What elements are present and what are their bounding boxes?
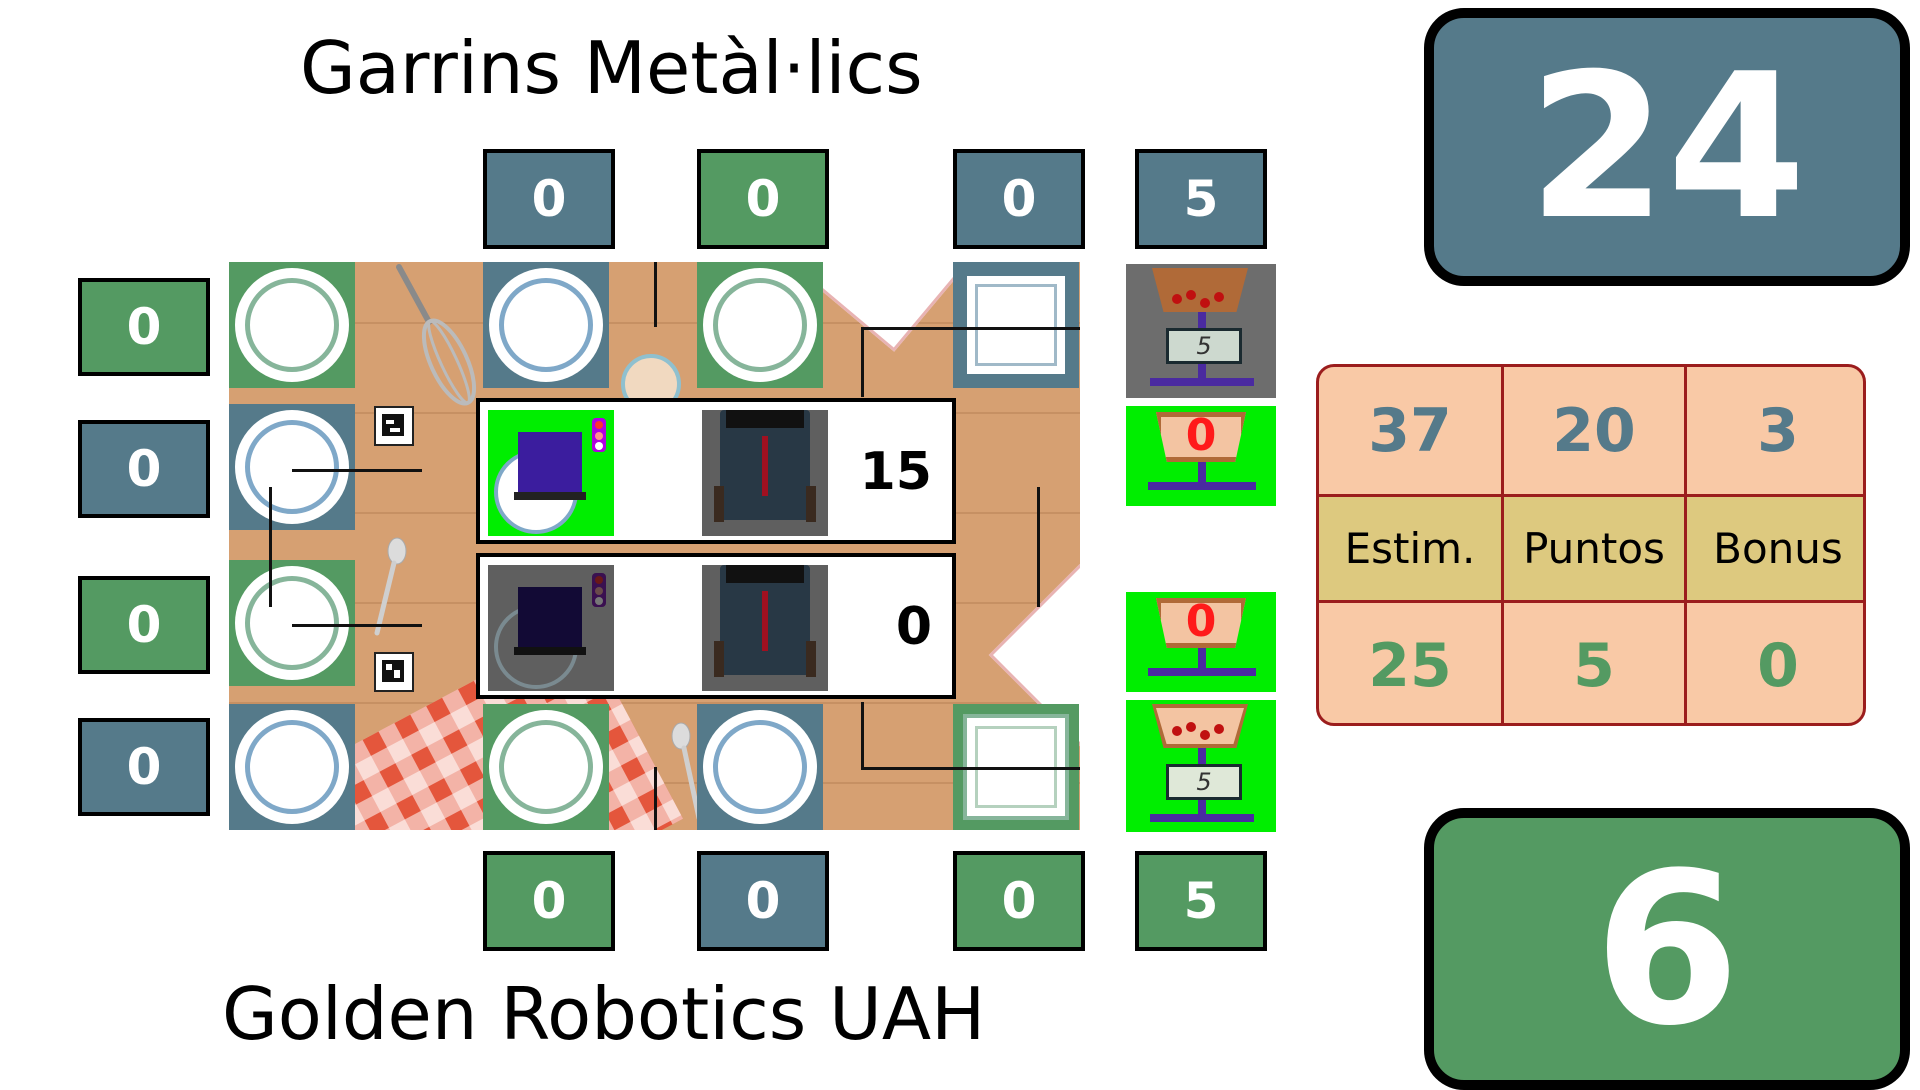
robot-2-score: 0	[895, 597, 932, 657]
board-tile	[483, 704, 609, 830]
robot-led-icon	[592, 418, 606, 452]
left-counter-4: 0	[78, 718, 210, 816]
opponent-robot-tile	[702, 565, 828, 691]
aruco-marker-icon	[374, 406, 414, 446]
connector-line	[292, 469, 422, 472]
connector-line	[861, 767, 1080, 770]
left-counter-2: 0	[78, 420, 210, 518]
game-board	[229, 262, 1080, 830]
stats-cell: Estim.	[1319, 497, 1504, 603]
connector-line	[269, 487, 272, 607]
robot-panel-2: 0	[476, 553, 956, 699]
opponent-robot-tile	[702, 410, 828, 536]
top-scale-display: 5	[1166, 328, 1242, 364]
top-cherry-scale: 5	[1126, 264, 1276, 398]
bottom-counter-3: 0	[953, 851, 1085, 951]
top-team-total-score: 24	[1424, 8, 1910, 286]
connector-line	[292, 624, 422, 627]
robot-tile	[488, 565, 614, 691]
board-tile	[229, 560, 355, 686]
whisk-icon	[396, 264, 477, 406]
board-tile	[229, 704, 355, 830]
plate	[489, 268, 603, 382]
aruco-marker-icon	[374, 652, 414, 692]
connector-line	[654, 767, 657, 830]
board-tile	[229, 404, 355, 530]
stats-cell: 5	[1504, 603, 1687, 723]
stats-cell: 0	[1687, 603, 1863, 723]
plate	[235, 566, 349, 680]
top-counter-3: 0	[953, 149, 1085, 249]
top-counter-1: 0	[483, 149, 615, 249]
connector-line	[861, 702, 864, 770]
top-counter-4: 5	[1135, 149, 1267, 249]
bottom-basket-count: 0	[1185, 595, 1217, 647]
bottom-team-name: Golden Robotics UAH	[222, 972, 986, 1056]
bottom-estimate: 25	[1368, 631, 1452, 701]
connector-line	[861, 327, 1080, 330]
top-estimate: 37	[1368, 395, 1452, 466]
stats-cell: 20	[1504, 367, 1687, 497]
points-label: Puntos	[1523, 524, 1665, 573]
bottom-team-total-score: 6	[1424, 808, 1910, 1090]
bottom-counter-1: 0	[483, 851, 615, 951]
top-bonus: 3	[1757, 395, 1799, 466]
square-plate	[963, 272, 1069, 378]
left-counter-3: 0	[78, 576, 210, 674]
top-points: 20	[1552, 395, 1636, 466]
plate	[703, 710, 817, 824]
bottom-cherry-scale: 5	[1126, 700, 1276, 832]
stats-table: 37 20 3 Estim. Puntos Bonus 25 5 0	[1316, 364, 1866, 726]
stats-cell: Bonus	[1687, 497, 1863, 603]
board-tile	[697, 704, 823, 830]
top-counter-2: 0	[697, 149, 829, 249]
napkin-decoration	[805, 262, 969, 352]
robot-1-score: 15	[859, 442, 932, 502]
top-basket-counter: 0	[1126, 406, 1276, 506]
robot-tile	[488, 410, 614, 536]
bottom-points: 5	[1573, 631, 1615, 701]
robot-panel-1: 15	[476, 398, 956, 544]
connector-line	[1037, 487, 1040, 607]
stats-cell: Puntos	[1504, 497, 1687, 603]
robot-led-icon	[592, 573, 606, 607]
left-counter-1: 0	[78, 278, 210, 376]
spoon-icon	[671, 722, 702, 821]
robot-icon	[518, 432, 582, 496]
plate	[235, 410, 349, 524]
bottom-counter-2: 0	[697, 851, 829, 951]
board-tile	[483, 262, 609, 388]
board-tile	[953, 262, 1079, 388]
connector-line	[861, 327, 864, 397]
robot-icon	[518, 587, 582, 651]
plate	[489, 710, 603, 824]
plate	[235, 710, 349, 824]
top-basket-count: 0	[1185, 409, 1217, 461]
bonus-label: Bonus	[1713, 524, 1843, 573]
stats-cell: 3	[1687, 367, 1863, 497]
plate	[703, 268, 817, 382]
top-team-name: Garrins Metàl·lics	[300, 26, 923, 110]
bottom-bonus: 0	[1757, 631, 1799, 701]
board-tile	[697, 262, 823, 388]
board-tile	[229, 262, 355, 388]
estimate-label: Estim.	[1344, 524, 1476, 573]
bottom-counter-4: 5	[1135, 851, 1267, 951]
spoon-icon	[374, 537, 407, 636]
stats-cell: 25	[1319, 603, 1504, 723]
bottom-basket-counter: 0	[1126, 592, 1276, 692]
stats-cell: 37	[1319, 367, 1504, 497]
connector-line	[654, 262, 657, 327]
plate	[235, 268, 349, 382]
bottom-scale-display: 5	[1166, 764, 1242, 800]
